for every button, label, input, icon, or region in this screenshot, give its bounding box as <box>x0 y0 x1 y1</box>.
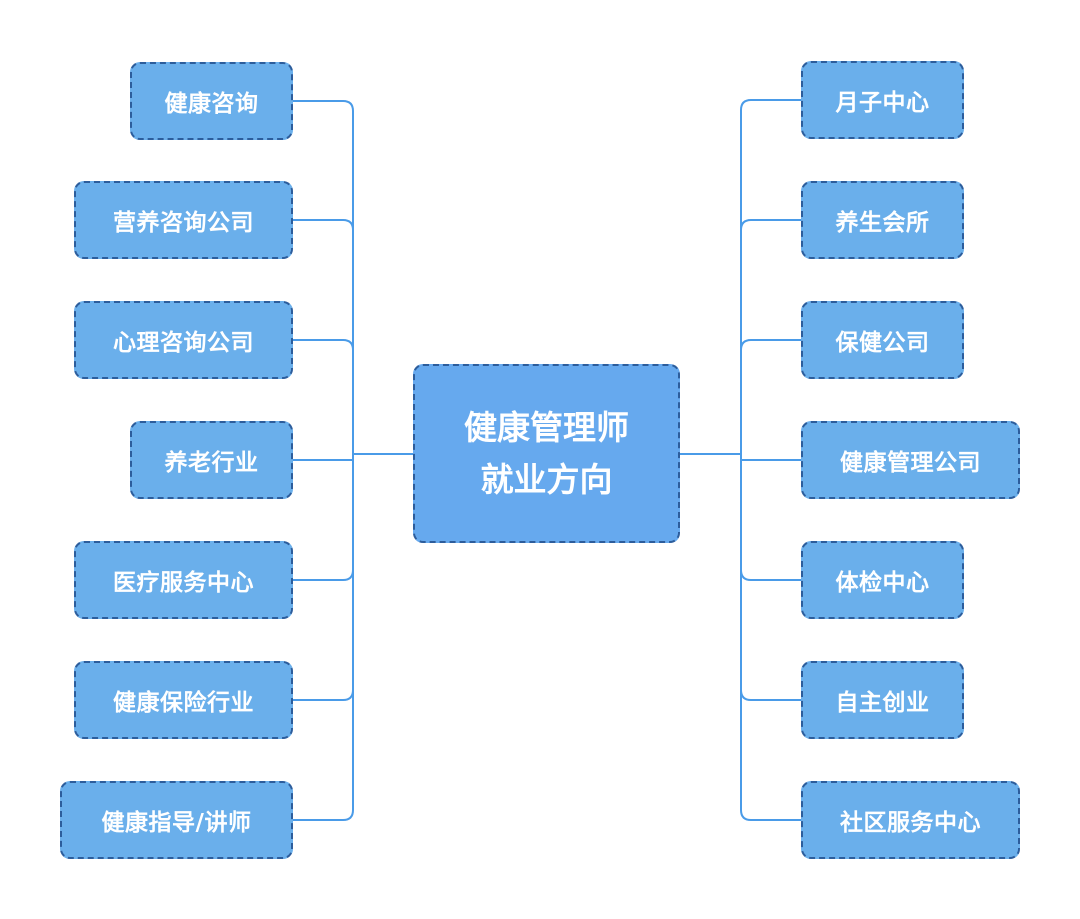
left-node-health-insurance: 健康保险行业 <box>74 661 293 739</box>
right-node-wellness-club: 养生会所 <box>801 181 964 259</box>
connector-right-6 <box>740 689 801 701</box>
left-node-health-guidance-lecturer: 健康指导/讲师 <box>60 781 293 859</box>
right-node-healthcare-company: 保健公司 <box>801 301 964 379</box>
right-node-postpartum-center: 月子中心 <box>801 61 964 139</box>
center-topic-line1: 健康管理师 <box>464 408 629 448</box>
right-node-community-service-center: 社区服务中心 <box>801 781 1020 859</box>
right-node-physical-exam-center: 体检中心 <box>801 541 964 619</box>
center-topic-line2: 就业方向 <box>480 459 613 499</box>
connector-right-5 <box>740 569 801 581</box>
connector-left-2 <box>293 219 354 231</box>
left-node-nutrition-consulting: 营养咨询公司 <box>74 181 293 259</box>
left-node-elderly-care: 养老行业 <box>130 421 293 499</box>
left-node-psychological-consulting: 心理咨询公司 <box>74 301 293 379</box>
left-node-health-consulting: 健康咨询 <box>130 62 293 140</box>
connector-right-3 <box>740 339 801 351</box>
right-node-health-management-company: 健康管理公司 <box>801 421 1020 499</box>
connector-left-6 <box>293 689 354 701</box>
connector-left-5 <box>293 569 354 581</box>
center-topic-node: 健康管理师 就业方向 <box>413 364 680 543</box>
connector-right-2 <box>740 219 801 231</box>
connector-left-3 <box>293 339 354 351</box>
left-node-medical-service-center: 医疗服务中心 <box>74 541 293 619</box>
right-node-entrepreneurship: 自主创业 <box>801 661 964 739</box>
